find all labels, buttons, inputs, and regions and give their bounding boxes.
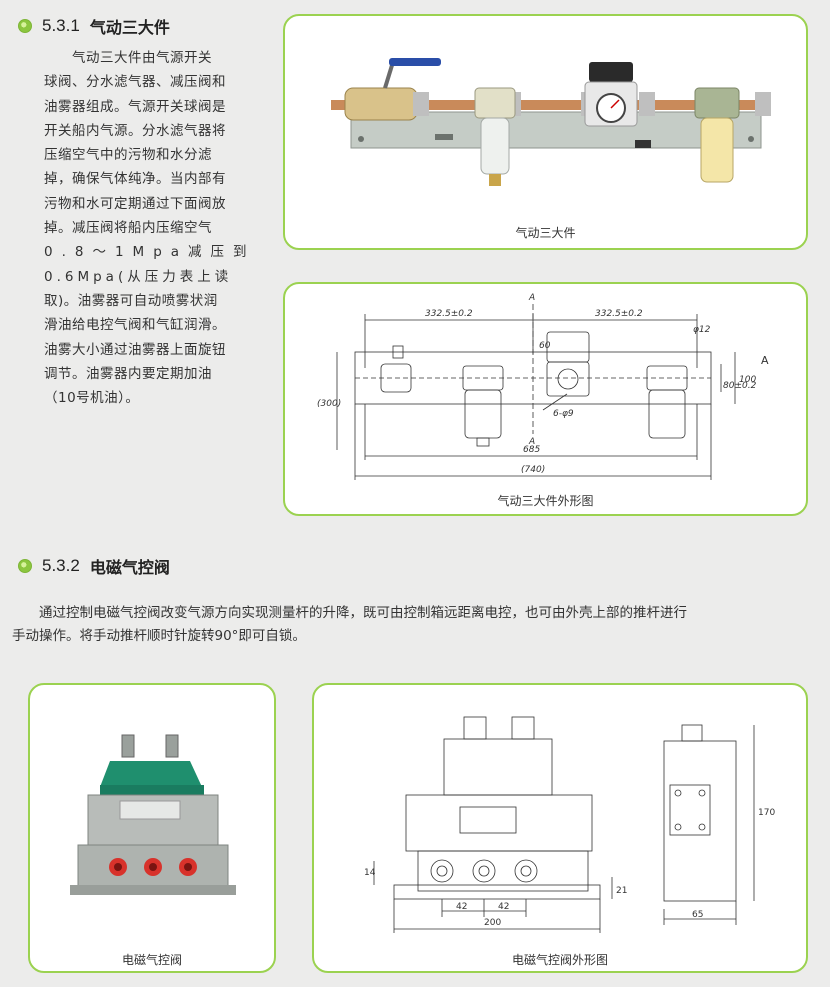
dim-label-left: 332.5±0.2 (425, 309, 473, 319)
hole-label: 6-φ9 (553, 409, 574, 419)
section-532-heading: 5.3.2 电磁气控阀 (18, 554, 170, 578)
view-label-a: A (761, 354, 769, 367)
section-title: 气动三大件 (89, 18, 170, 37)
photo-card-triplet: 气动三大件 (283, 14, 808, 250)
dim-label-phi12: φ12 (693, 325, 711, 335)
dim-label-740: (740) (521, 465, 545, 475)
dim-label-170: 170 (758, 808, 775, 818)
photo-caption-solenoid: 电磁气控阀 (121, 953, 182, 967)
dim-label-60: 60 (539, 341, 551, 351)
section-531-heading: 5.3.1 气动三大件 (18, 14, 170, 38)
dim-label-300: (300) (317, 399, 341, 409)
section-number: 5.3.2 (42, 556, 80, 575)
triplet-drawing: 332.5±0.2 332.5±0.2 60 (300) 685 (740) 8… (317, 293, 769, 480)
solenoid-photo (70, 734, 236, 895)
dim-label-685: 685 (523, 445, 540, 455)
drawing-card-triplet: 332.5±0.2 332.5±0.2 60 (300) 685 (740) 8… (283, 282, 808, 516)
drawing-caption-solenoid: 电磁气控阀外形图 (511, 953, 608, 967)
photo-card-solenoid: 电磁气控阀 (28, 683, 276, 973)
dim-label-right: 332.5±0.2 (595, 309, 643, 319)
body-line: 滑油给电控气阀和气缸润滑。 (44, 317, 226, 334)
dim-label-42a: 42 (456, 902, 467, 912)
section-a-top: A (528, 293, 535, 303)
body-line: 0.6Mpa(从压力表上读 (44, 268, 233, 285)
body-line: 污物和水可定期通过下面阀放 (44, 195, 226, 212)
triplet-photo (331, 58, 771, 186)
body-line: 球阀、分水滤气器、减压阀和 (44, 74, 226, 91)
section-title: 电磁气控阀 (89, 558, 170, 577)
bullet-icon (18, 19, 32, 33)
section-532-body: 通过控制电磁气控阀改变气源方向实现测量杆的升降，既可由控制箱远距离电控，也可由外… (12, 602, 822, 648)
photo-caption-triplet: 气动三大件 (515, 226, 576, 240)
drawing-caption-triplet: 气动三大件外形图 (497, 494, 594, 508)
body-line: 油雾大小通过油雾器上面旋钮 (44, 341, 226, 358)
dim-label-42b: 42 (498, 902, 509, 912)
body-line: 压缩空气中的污物和水分滤 (44, 147, 212, 164)
body-line: 调节。油雾器内要定期加油 (44, 365, 212, 382)
dim-label-21: 21 (616, 886, 627, 896)
solenoid-drawing: 42 42 200 14 21 170 65 (364, 716, 775, 933)
drawing-card-solenoid: 42 42 200 14 21 170 65 电磁气控阀外形图 (312, 683, 808, 973)
dim-label-80: 80±0.2 (723, 381, 757, 391)
body-line: 开关船内气源。分水滤气器将 (44, 122, 226, 139)
body-line: 通过控制电磁气控阀改变气源方向实现测量杆的升降，既可由控制箱远距离电控，也可由外… (12, 605, 687, 621)
bullet-icon (18, 559, 32, 573)
body-line: 油雾器组成。气源开关球阀是 (44, 98, 226, 115)
dim-label-200: 200 (484, 918, 501, 928)
body-line: 掉，确保气体纯净。当内部有 (44, 171, 226, 188)
section-531-body: 气动三大件由气源开关 球阀、分水滤气器、减压阀和 油雾器组成。气源开关球阀是 开… (44, 46, 264, 410)
body-line: （10号机油）。 (44, 390, 140, 407)
body-line: 手动操作。将手动推杆顺时针旋转90°即可自锁。 (12, 628, 306, 644)
body-line: 气动三大件由气源开关 (44, 50, 212, 66)
dim-label-100: 100 (739, 375, 756, 385)
body-line: 取)。油雾器可自动喷雾状润 (44, 292, 218, 309)
section-a-bottom: A (528, 437, 535, 447)
dim-label-14: 14 (364, 868, 376, 878)
body-line: 掉。减压阀将船内压缩空气 (44, 220, 212, 237)
dim-label-65: 65 (692, 910, 703, 920)
section-number: 5.3.1 (42, 16, 80, 35)
body-line: 0.8～1Mpa减压到 (44, 244, 256, 261)
